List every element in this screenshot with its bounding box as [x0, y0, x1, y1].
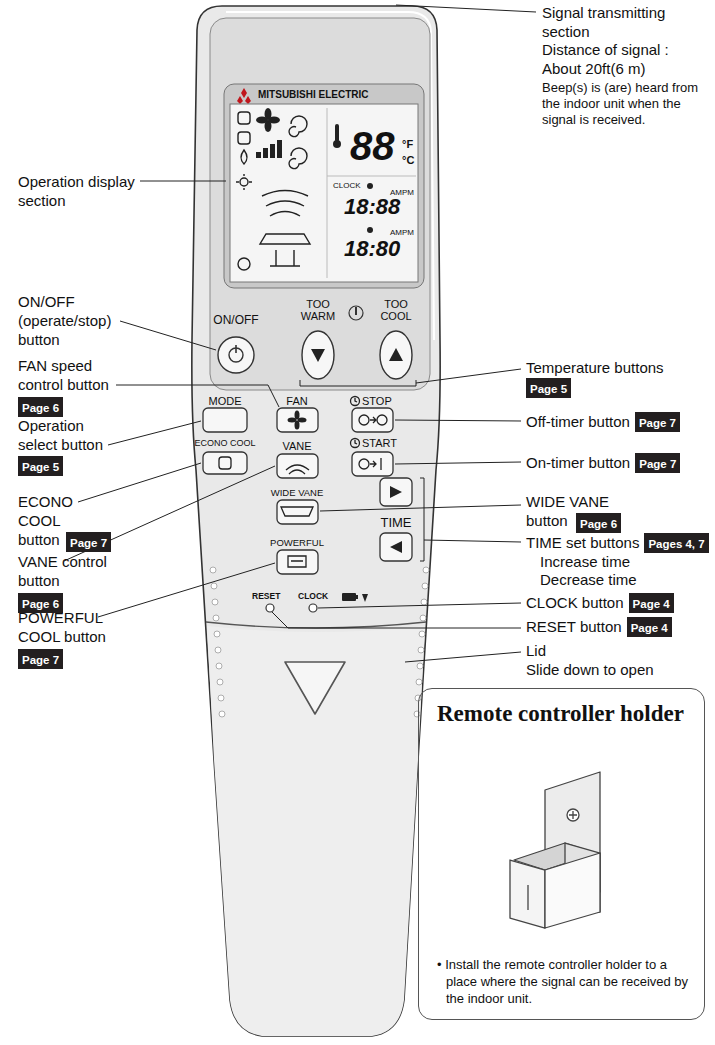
callout-label: FAN speed control button	[18, 356, 133, 394]
callout-label: Off-timer button	[526, 412, 630, 431]
callout-label: RESET button	[526, 617, 622, 636]
brand-name: MITSUBISHI ELECTRIC	[258, 89, 369, 101]
page-tag: Page 7	[635, 453, 680, 473]
callout-label: Decrease time	[540, 570, 637, 589]
callout-label: Increase time	[540, 552, 630, 571]
page-reference: Page 7	[639, 458, 676, 470]
page-tag: Pages 4, 7	[644, 533, 708, 553]
callout-label: On-timer button	[526, 453, 630, 472]
button-label: VANE	[272, 440, 322, 453]
page-tag: Page 6	[576, 513, 621, 533]
holder-heading: Remote controller holder	[437, 699, 690, 728]
page-reference: Page 5	[530, 383, 567, 395]
callout-label: ON/OFF (operate/stop) button	[18, 292, 128, 349]
lcd-unit: °C	[402, 154, 414, 167]
page-tag: Page 5	[18, 456, 63, 476]
lcd-digits: 18:88	[344, 195, 400, 219]
page-reference: Page 6	[22, 402, 59, 414]
page-reference: Page 7	[22, 654, 59, 666]
button-label: ON/OFF	[206, 314, 266, 327]
lcd-label: CLOCK	[333, 181, 361, 191]
page-tag: Page 4	[627, 617, 672, 637]
page-tag: Page 4	[629, 593, 674, 613]
callout-label: Distance of signal : About 20ft(6 m)	[542, 40, 692, 78]
callout-label: Operation display section	[18, 172, 148, 210]
page-reference: Page 7	[70, 537, 107, 549]
page-tag: Page 5	[526, 378, 571, 398]
button-label: TOO WARM	[298, 298, 338, 322]
callout-label: Temperature buttons	[526, 358, 664, 377]
page-tag: Page 7	[18, 649, 63, 669]
holder-note: • Install the remote controller holder t…	[437, 956, 690, 1007]
page-tag: Page 6	[18, 397, 63, 417]
button-label: CLOCK	[298, 591, 328, 601]
button-label: TOO COOL	[376, 298, 416, 322]
holder-box: Remote controller holder • Install the re…	[418, 688, 705, 1020]
button-label: RESET	[252, 591, 280, 601]
callout-label: CLOCK button	[526, 593, 624, 612]
page-tag: Page 6	[18, 593, 63, 613]
callout-label: VANE control button	[18, 552, 113, 590]
callout-label: POWERFUL COOL button	[18, 608, 113, 646]
button-label: FAN	[272, 395, 322, 408]
lcd-digits: 88	[350, 124, 395, 168]
page-reference: Page 4	[633, 598, 670, 610]
button-label: START	[362, 437, 397, 450]
page-reference: Page 6	[580, 518, 617, 530]
page-reference: Page 6	[22, 598, 59, 610]
callout-note: Beep(s) is (are) heard from the indoor u…	[542, 80, 702, 128]
button-label: STOP	[362, 395, 392, 408]
page-reference: Page 5	[22, 461, 59, 473]
button-label: ECONO COOL	[190, 438, 260, 449]
callout-label: Slide down to open	[526, 660, 654, 679]
callout-label: Lid	[526, 641, 546, 660]
callout-label: Signal transmitting section	[542, 3, 707, 41]
button-label: WIDE VANE	[262, 487, 332, 498]
lcd-unit: °F	[402, 138, 413, 151]
page-reference: Page 4	[631, 622, 668, 634]
callout-label: Operation select button	[18, 416, 118, 454]
callout-label: TIME set buttons	[526, 533, 639, 552]
button-label: POWERFUL	[262, 537, 332, 548]
page-reference: Pages 4, 7	[648, 538, 704, 550]
page-tag: Page 7	[635, 412, 680, 432]
button-label: TIME	[376, 515, 416, 530]
button-label: MODE	[200, 395, 250, 408]
lcd-digits: 18:80	[344, 237, 400, 261]
page-tag: Page 7	[66, 532, 111, 552]
page-reference: Page 7	[639, 417, 676, 429]
